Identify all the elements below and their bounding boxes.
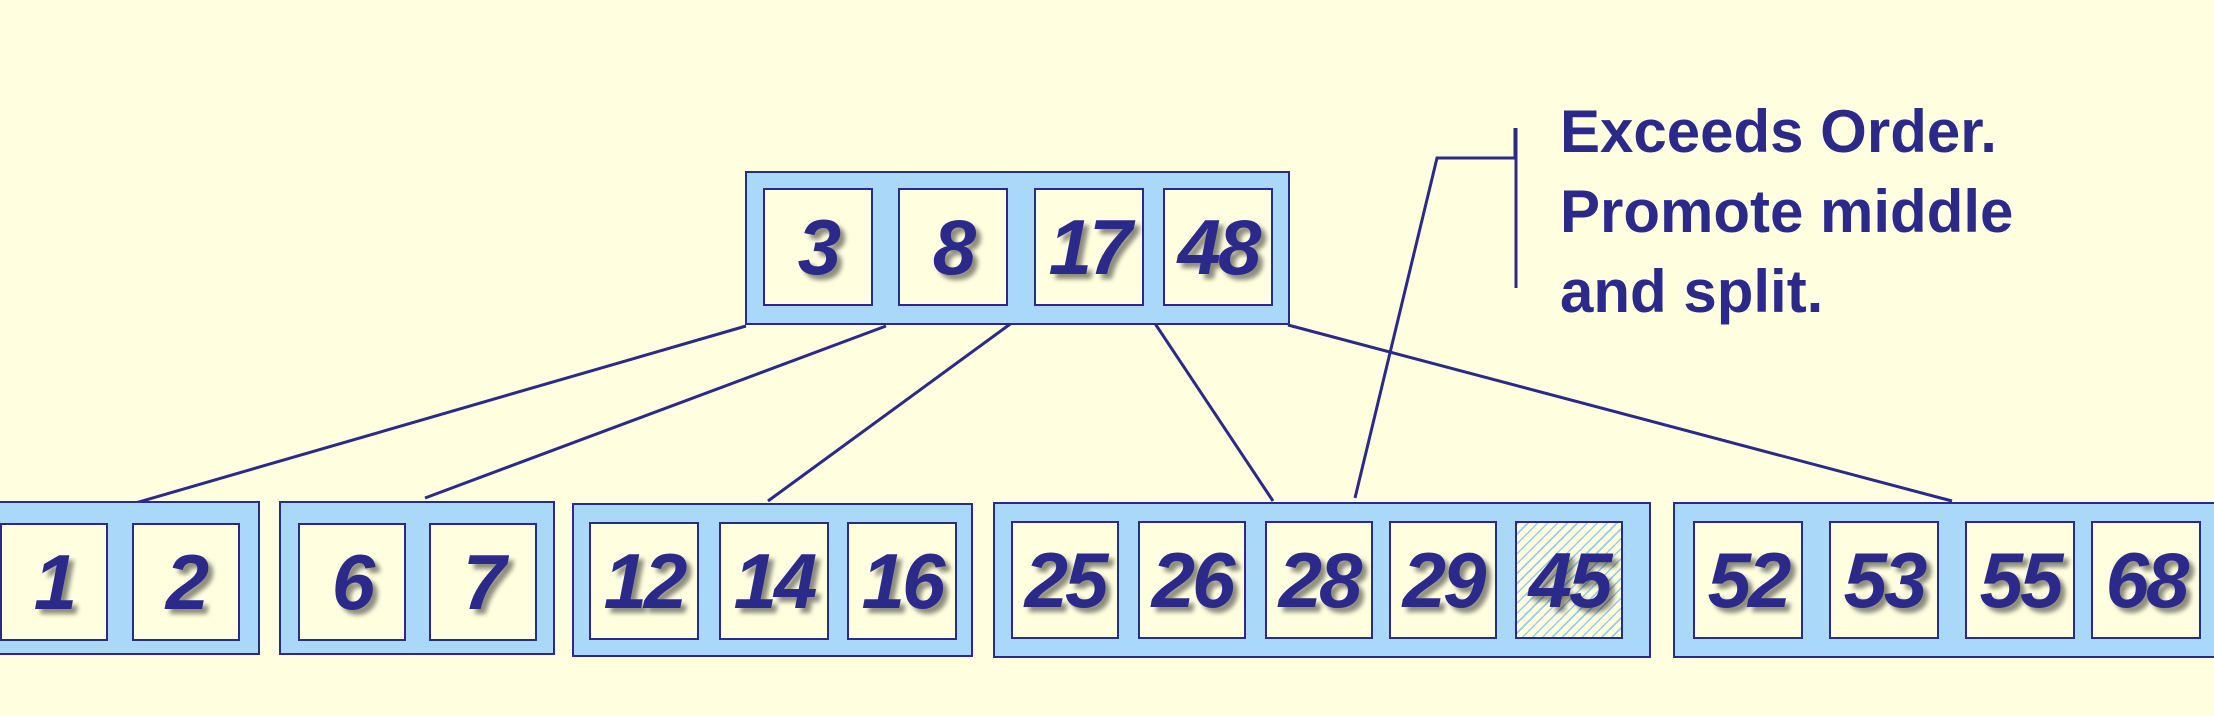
child-node-4-overflow: 25 26 28 29 45 [993, 502, 1651, 658]
child-5-key-3: 55 [1965, 521, 2075, 639]
child-4-key-5-overflow: 45 [1515, 521, 1623, 639]
root-key-3: 17 [1034, 188, 1144, 306]
child-node-2: 6 7 [279, 501, 555, 655]
edge-root-child-3 [767, 320, 1014, 503]
child-5-key-2: 53 [1829, 521, 1939, 639]
child-4-key-3: 28 [1265, 521, 1373, 639]
child-node-3: 12 14 16 [572, 503, 973, 657]
root-key-2: 8 [898, 188, 1008, 306]
callout-line-3: and split. [1560, 258, 1824, 325]
child-2-key-2: 7 [429, 523, 537, 641]
child-4-key-4: 29 [1389, 521, 1497, 639]
child-node-1: 1 2 [0, 501, 260, 655]
child-1-key-1: 1 [0, 523, 108, 641]
child-node-5: 52 53 55 68 [1673, 502, 2214, 658]
child-5-key-4: 68 [2091, 521, 2201, 639]
edge-root-child-5 [1287, 323, 1953, 503]
root-node: 3 8 17 48 [745, 171, 1290, 325]
edge-root-child-1 [124, 324, 747, 508]
callout-text: Exceeds Order. Promote middle and split. [1560, 92, 2013, 332]
child-4-key-1: 25 [1011, 521, 1119, 639]
callout-line-1: Exceeds Order. [1560, 98, 1997, 165]
child-4-key-2: 26 [1138, 521, 1246, 639]
root-key-4: 48 [1163, 188, 1273, 306]
edge-root-child-4 [1152, 321, 1275, 502]
child-3-key-3: 16 [847, 522, 957, 640]
child-5-key-1: 52 [1693, 521, 1803, 639]
child-3-key-1: 12 [589, 522, 699, 640]
child-3-key-2: 14 [719, 522, 829, 640]
callout-line-2: Promote middle [1560, 178, 2014, 245]
child-2-key-1: 6 [298, 523, 406, 641]
child-1-key-2: 2 [132, 523, 240, 641]
edge-root-child-2 [424, 324, 887, 500]
root-key-1: 3 [763, 188, 873, 306]
callout-leader [1353, 128, 1517, 499]
